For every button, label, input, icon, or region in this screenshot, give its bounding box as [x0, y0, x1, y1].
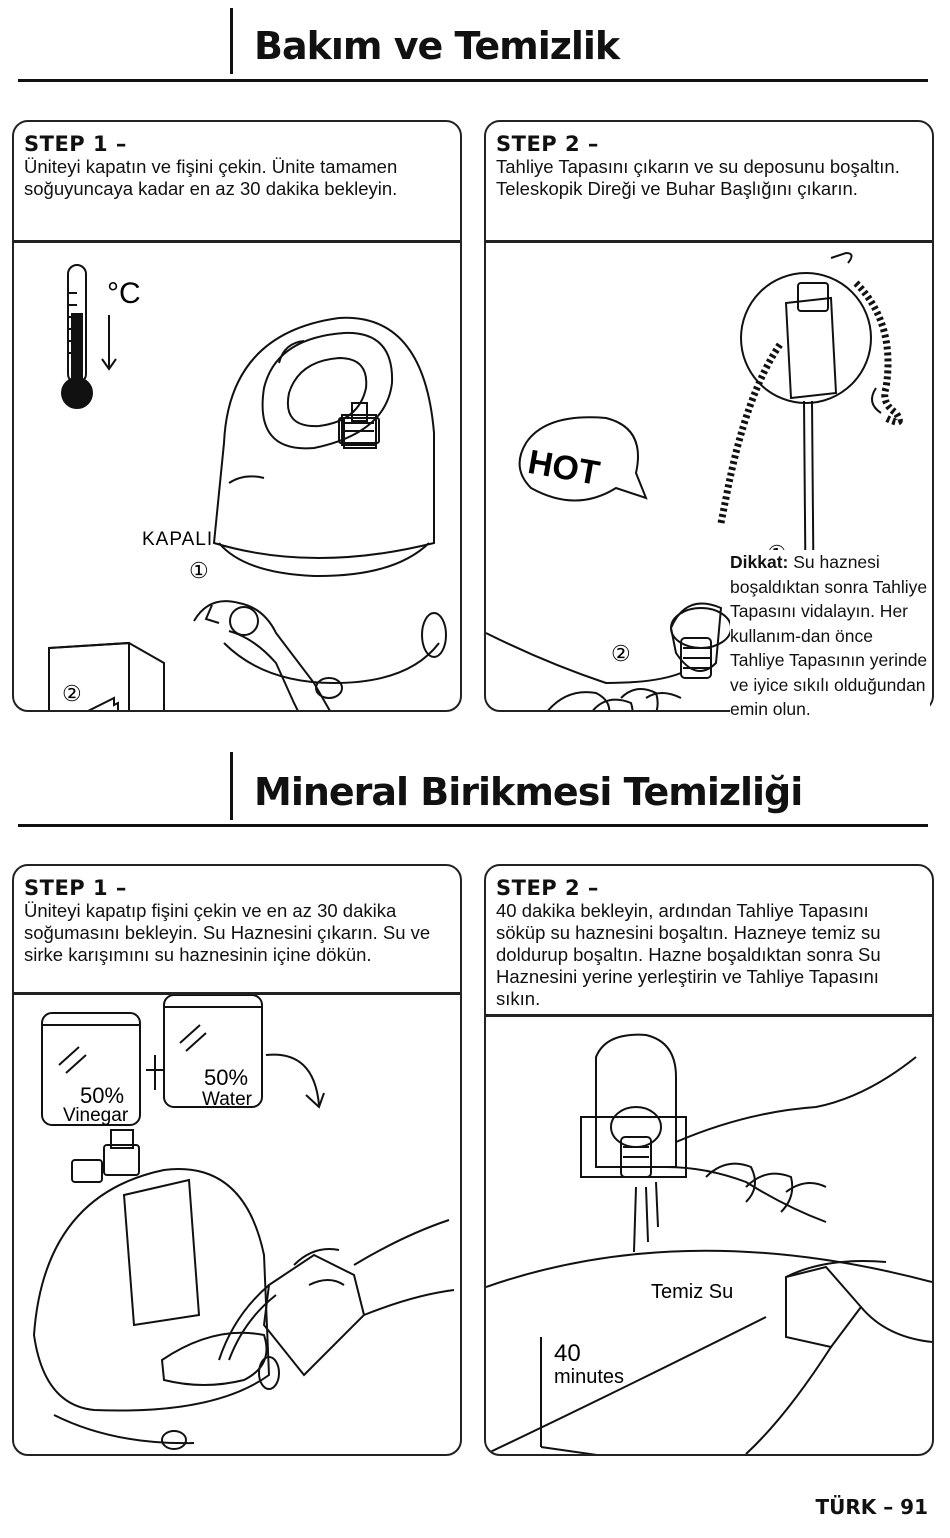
vinegar-cup-icon — [41, 1012, 141, 1126]
caution-text: Su haznesi boşaldıktan sonra Tahliye Tap… — [730, 552, 928, 719]
header-divider — [230, 8, 233, 74]
water-label: Water — [202, 1089, 253, 1110]
header-rule — [18, 824, 928, 827]
step-text: Üniteyi kapatın ve fişini çekin. Ünite t… — [24, 156, 398, 199]
step-text: Üniteyi kapatıp fişini çekin ve en az 30… — [24, 900, 431, 965]
water-percent: 50% — [204, 1065, 248, 1090]
minutes-number: 40 — [554, 1340, 581, 1367]
vinegar-label: Vinegar — [63, 1105, 129, 1126]
care-step2-caption: STEP 2 – Tahliye Tapasını çıkarın ve su … — [486, 122, 932, 243]
mineral-step2-panel: STEP 2 – 40 dakika bekleyin, ardından Ta… — [484, 864, 934, 1456]
marker-1: ① — [189, 558, 209, 583]
mineral-step1-panel: STEP 1 – Üniteyi kapatıp fişini çekin ve… — [12, 864, 462, 1456]
celsius-label: °C — [107, 277, 141, 310]
section-title: Mineral Birikmesi Temizliği — [254, 770, 803, 814]
vinegar-percent: 50% — [80, 1083, 124, 1108]
care-step1-caption: STEP 1 – Üniteyi kapatın ve fişini çekin… — [14, 122, 460, 243]
step-label: STEP 1 – — [24, 132, 127, 156]
caution-label: Dikkat: — [730, 552, 789, 572]
unplug-illustration: °C KAPALI ① ② — [48, 264, 447, 710]
rinse-illustration: Temiz Su 40 minutes — [486, 1033, 932, 1454]
step-label: STEP 1 – — [24, 876, 127, 900]
mineral-step2-caption: STEP 2 – 40 dakika bekleyin, ardından Ta… — [486, 866, 932, 1017]
header-rule — [18, 79, 928, 82]
caution-note: Dikkat: Su haznesi boşaldıktan sonra Tah… — [730, 550, 930, 722]
section-header-care: Bakım ve Temizlik — [18, 8, 928, 84]
step-label: STEP 2 – — [496, 132, 599, 156]
step-text: 40 dakika bekleyin, ardından Tahliye Tap… — [496, 900, 881, 1009]
pour-mixture-illustration: 50% Vinegar 50% Water — [32, 995, 455, 1450]
clean-water-label: Temiz Su — [651, 1281, 733, 1303]
section-header-mineral: Mineral Birikmesi Temizliği — [18, 752, 928, 832]
marker-2: ② — [62, 681, 82, 706]
page-footer: TÜRK – 91 — [815, 1495, 928, 1519]
step-label: STEP 2 – — [496, 876, 599, 900]
off-label: KAPALI — [142, 529, 213, 550]
minutes-label: minutes — [554, 1366, 624, 1388]
marker-2: ② — [611, 641, 631, 666]
mineral-step1-caption: STEP 1 – Üniteyi kapatıp fişini çekin ve… — [14, 866, 460, 995]
step-text: Tahliye Tapasını çıkarın ve su deposunu … — [496, 156, 900, 199]
care-step1-panel: STEP 1 – Üniteyi kapatın ve fişini çekin… — [12, 120, 462, 712]
page-title: Bakım ve Temizlik — [254, 24, 620, 68]
header-divider — [230, 752, 233, 820]
water-cup-icon — [163, 995, 263, 1108]
hot-label: HOT — [525, 443, 603, 493]
